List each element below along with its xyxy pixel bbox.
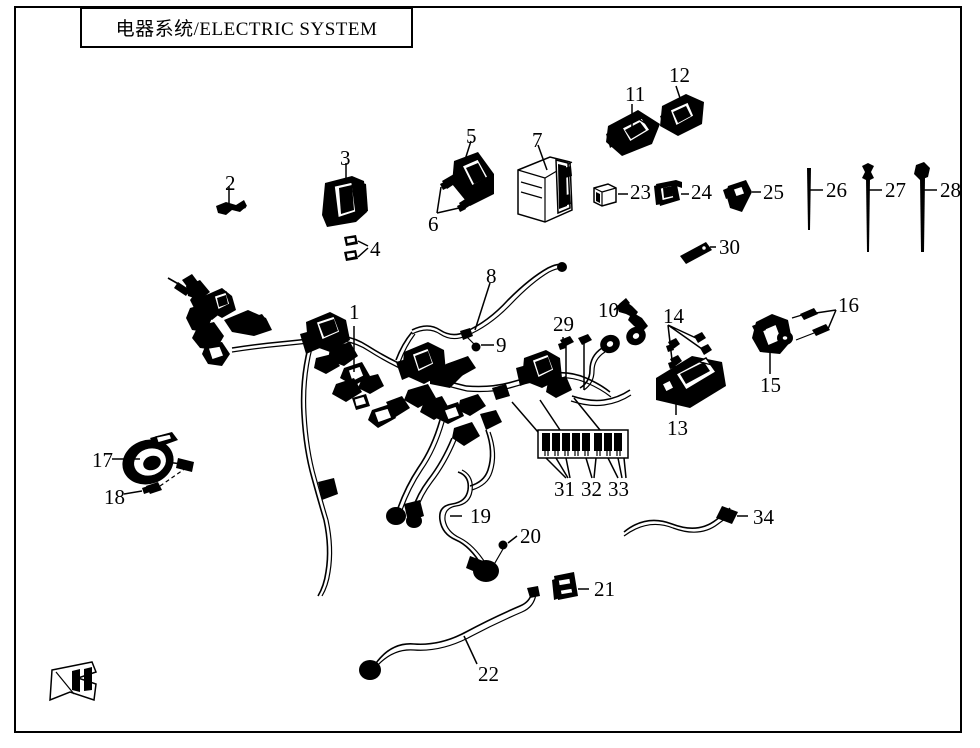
part-18-bolt (142, 467, 187, 494)
callout-27: 27 (885, 178, 906, 202)
part-11-switch (606, 110, 660, 156)
callout-19: 19 (470, 504, 491, 528)
cfmoto-logo-mark (49, 661, 97, 702)
part-10-plug-lead (579, 298, 648, 391)
part-30-fuse-puller (680, 242, 712, 264)
part-23-connector-block (593, 183, 617, 207)
callout-31: 31 (554, 477, 575, 501)
part-9-terminal (465, 335, 481, 352)
part-28-cable-clamp (914, 162, 930, 252)
leader-22 (463, 635, 478, 665)
callout-5: 5 (466, 124, 477, 148)
part-16-terminal-clips (791, 308, 837, 341)
callout-25: 25 (763, 180, 784, 204)
callout-1: 1 (349, 300, 360, 324)
part-21-flasher-relay (552, 572, 578, 600)
leader-4 (357, 240, 369, 258)
callout-15: 15 (760, 373, 781, 397)
part-25-sensor-switch (723, 180, 752, 212)
callout-13: 13 (667, 416, 688, 440)
part-27-cable-tie-head (862, 163, 874, 252)
part-3-ecu (322, 176, 368, 227)
callout-11: 11 (625, 82, 646, 106)
part-19-sensor-lead (438, 469, 499, 582)
part-6-bolts (440, 174, 474, 212)
callout-29: 29 (553, 312, 574, 336)
callout-14: 14 (663, 304, 684, 328)
part-13-starter-relay (656, 356, 726, 408)
part-24-diode (654, 180, 682, 206)
callout-3: 3 (340, 146, 351, 170)
callout-32: 32 (581, 477, 602, 501)
callout-4: 4 (370, 237, 381, 261)
callout-30: 30 (719, 235, 740, 259)
leader-10 (613, 303, 622, 311)
callout-26: 26 (826, 178, 847, 202)
part-22-ground-cable (359, 586, 540, 680)
part-7-battery (517, 156, 573, 223)
page-title: 电器系统/ELECTRIC SYSTEM (115, 19, 378, 40)
callout-21: 21 (594, 577, 615, 601)
title-block: 电器系统/ELECTRIC SYSTEM (80, 7, 413, 48)
callout-20: 20 (520, 524, 541, 548)
leader-12 (675, 85, 683, 105)
callout-28: 28 (940, 178, 961, 202)
leader-6 (436, 186, 460, 214)
part-12-switch (660, 94, 704, 136)
part-34-negative-cable (623, 506, 738, 537)
callout-24: 24 (691, 180, 712, 204)
callout-23: 23 (630, 180, 651, 204)
part-4-grommets (344, 235, 358, 261)
callout-9: 9 (496, 333, 507, 357)
leader-20 (507, 535, 518, 544)
callout-6: 6 (428, 212, 439, 236)
part-14-screws (666, 324, 712, 369)
page-border (14, 6, 962, 733)
callout-17: 17 (92, 448, 113, 472)
part-20-tie-point (491, 540, 508, 569)
callout-12: 12 (669, 63, 690, 87)
harness-branch-to-8 (395, 331, 413, 361)
callout-16: 16 (838, 293, 859, 317)
leader-8 (474, 282, 491, 331)
callout-22: 22 (478, 662, 499, 686)
part-26-cable-tie (807, 168, 811, 230)
callout-34: 34 (753, 505, 774, 529)
part-1-main-harness (167, 274, 632, 597)
callout-33: 33 (608, 477, 629, 501)
leader-5 (463, 140, 472, 164)
part-8-cable (411, 262, 567, 340)
callout-7: 7 (532, 128, 543, 152)
leader-7 (537, 144, 548, 171)
part-17-horn (122, 432, 194, 485)
leader-18 (123, 490, 143, 495)
part-2-bracket (216, 200, 247, 215)
fuse-box (511, 397, 629, 479)
callout-8: 8 (486, 264, 497, 288)
part-5-regulator (452, 152, 494, 206)
callout-10: 10 (598, 298, 619, 322)
callout-2: 2 (225, 171, 236, 195)
callout-18: 18 (104, 485, 125, 509)
part-15-ignition-coil (752, 314, 793, 354)
